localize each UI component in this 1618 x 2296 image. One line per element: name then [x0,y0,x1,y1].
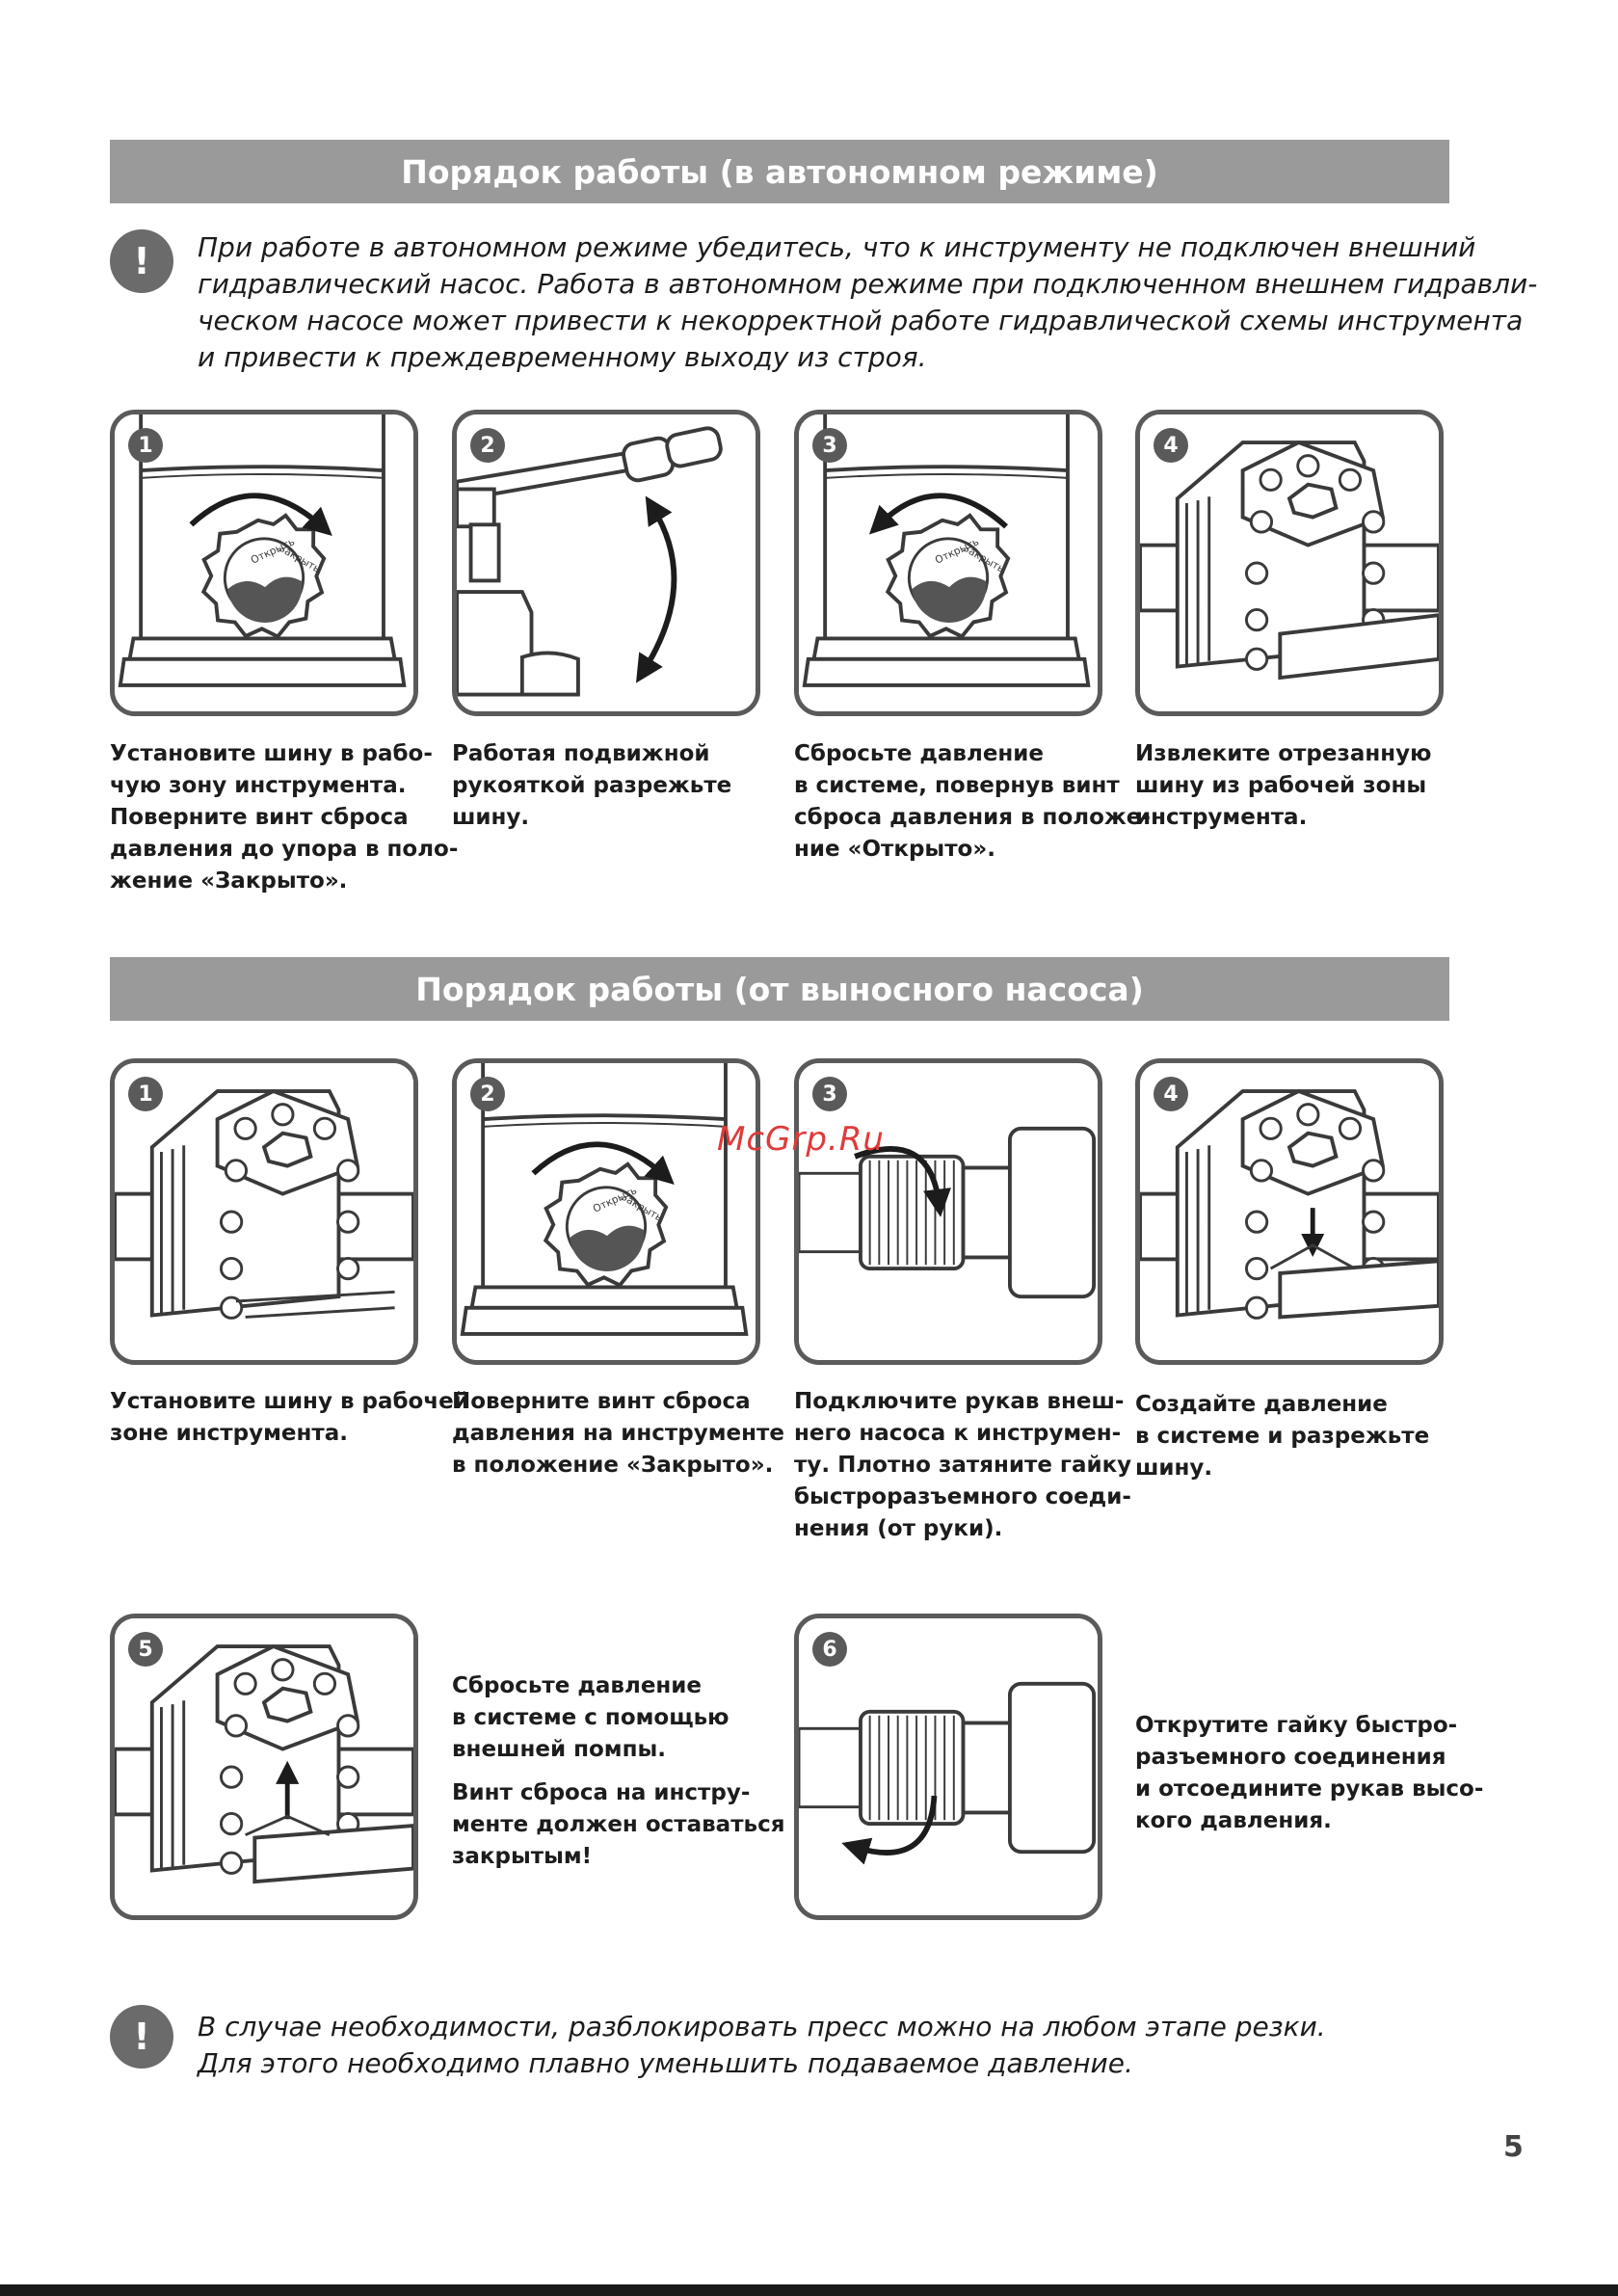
step-caption-1: Установите шину в рабо- чую зону инструм… [110,738,458,897]
warning-line: В случае необходимости, разблокировать п… [198,2011,1326,2042]
warning-line: При работе в автономном режиме убедитесь… [198,231,1476,263]
caption-line: Установите шину в рабо- [110,741,433,766]
caption-line: и отсоедините рукав высо- [1135,1776,1484,1802]
caption-line: менте должен оставаться [452,1812,785,1837]
caption-line: давления на инструменте [452,1421,784,1446]
step-caption-r2: Поверните винт сброса давления на инстру… [452,1386,784,1482]
caption-line: в системе и разрежьте [1135,1424,1430,1449]
step-image-r4: 4 [1135,1058,1444,1365]
section-title-autonomous: Порядок работы (в автономном режиме) [110,140,1449,203]
cutter-head-icon [1140,414,1439,711]
caption-line: в положение «Закрыто». [452,1453,774,1478]
caption-line: чую зону инструмента. [110,773,407,798]
section-title-remote-pump: Порядок работы (от выносного насоса) [110,957,1449,1021]
caption-line: Подключите рукав внеш- [794,1389,1125,1414]
step-image-r6: 6 [794,1614,1102,1920]
warning-line: и привести к преждевременному выходу из … [198,341,927,373]
valve-knob-open-icon: Открыть Закрыть [799,414,1098,711]
caption-line: кого давления. [1135,1808,1332,1833]
coupling-disconnect-icon [799,1618,1098,1915]
caption-line: сброса давления в положе- [794,805,1151,830]
warning-line: Для этого необходимо плавно уменьшить по… [198,2047,1133,2079]
coupling-connect-icon [799,1063,1098,1360]
caption-line: Извлеките отрезанную [1135,741,1432,766]
caption-line: ние «Открыто». [794,837,995,862]
warning-icon: ! [110,2005,173,2069]
step-number: 6 [812,1632,847,1667]
caption-gap [452,1766,784,1777]
step-image-r3: 3 [794,1058,1102,1365]
caption-line: рукояткой разрежьте [452,773,732,798]
warning-icon: ! [110,229,173,293]
step-number: 1 [128,1077,163,1111]
cutter-head-icon [115,1063,413,1360]
caption-line: Создайте давление [1135,1392,1388,1417]
caption-line: в системе, повернув винт [794,773,1120,798]
step-image-3: 3 Открыть Закрыть [794,410,1102,716]
warning-line: ческом насосе может привести к некоррект… [198,305,1524,336]
step-image-r5: 5 [110,1614,418,1920]
step-caption-r5: Сбросьте давление в системе с помощью вн… [452,1670,784,1873]
caption-line: инструмента. [1135,805,1308,830]
caption-line: Установите шину в рабочей [110,1389,469,1414]
caption-line: шину из рабочей зоны [1135,773,1427,798]
caption-line: Винт сброса на инстру- [452,1780,751,1805]
step-number: 2 [470,1077,505,1111]
caption-line: Открутите гайку быстро- [1135,1713,1458,1738]
step-image-r1: 1 [110,1058,418,1365]
step-image-r2: 2 Открыть Закрыть [452,1058,760,1365]
step-number: 2 [470,428,505,463]
caption-line: разъемного соединения [1135,1745,1446,1770]
cutter-head-down-icon [1140,1063,1439,1360]
caption-line: него насоса к инструмен- [794,1421,1122,1446]
step-number: 4 [1154,1077,1188,1111]
step-number: 4 [1154,428,1188,463]
caption-line: давления до упора в поло- [110,837,459,862]
caption-line: жение «Закрыто». [110,868,348,894]
caption-line: в системе с помощью [452,1705,729,1730]
step-image-4: 4 [1135,410,1444,716]
step-number: 3 [812,1077,847,1111]
warning-line: гидравлический насос. Работа в автономно… [198,268,1538,300]
step-image-1: 1 Открыть Закрыть [110,410,418,716]
step-caption-2: Работая подвижной рукояткой разрежьте ши… [452,738,731,834]
page-number: 5 [1503,2130,1524,2164]
caption-line: Поверните винт сброса [110,805,409,830]
caption-line: нения (от руки). [794,1516,1003,1541]
step-caption-r1: Установите шину в рабочей зоне инструмен… [110,1386,469,1450]
step-caption-r4: Создайте давление в системе и разрежьте … [1135,1389,1429,1484]
valve-knob-close-icon: Открыть Закрыть [457,1063,756,1360]
cutter-head-up-icon [115,1618,413,1915]
caption-line: шину. [452,805,530,830]
caption-line: Сбросьте давление [452,1673,703,1698]
step-caption-r3: Подключите рукав внеш- него насоса к инс… [794,1386,1131,1545]
step-number: 5 [128,1632,163,1667]
page-bottom-edge [0,2284,1618,2296]
caption-line: шину. [1135,1455,1213,1481]
caption-line: внешней помпы. [452,1737,667,1762]
caption-line: Поверните винт сброса [452,1389,751,1414]
step-image-2: 2 [452,410,760,716]
caption-line: быстроразъемного соеди- [794,1484,1131,1509]
valve-knob-close-icon: Открыть Закрыть [115,414,413,711]
footer-warning-note: В случае необходимости, разблокировать п… [198,2009,1326,2082]
step-number: 3 [812,428,847,463]
step-caption-3: Сбросьте давление в системе, повернув ви… [794,738,1151,866]
watermark: McGrp.Ru [717,1120,885,1159]
step-number: 1 [128,428,163,463]
caption-line: зоне инструмента. [110,1421,348,1446]
caption-line: Сбросьте давление [794,741,1045,766]
caption-line: Работая подвижной [452,741,710,766]
caption-line: ту. Плотно затяните гайку [794,1453,1132,1478]
step-caption-r6: Открутите гайку быстро- разъемного соеди… [1135,1710,1483,1837]
pump-handle-icon [457,414,756,711]
step-caption-4: Извлеките отрезанную шину из рабочей зон… [1135,738,1432,834]
caption-line: закрытым! [452,1844,593,1869]
warning-note: При работе в автономном режиме убедитесь… [198,229,1537,376]
